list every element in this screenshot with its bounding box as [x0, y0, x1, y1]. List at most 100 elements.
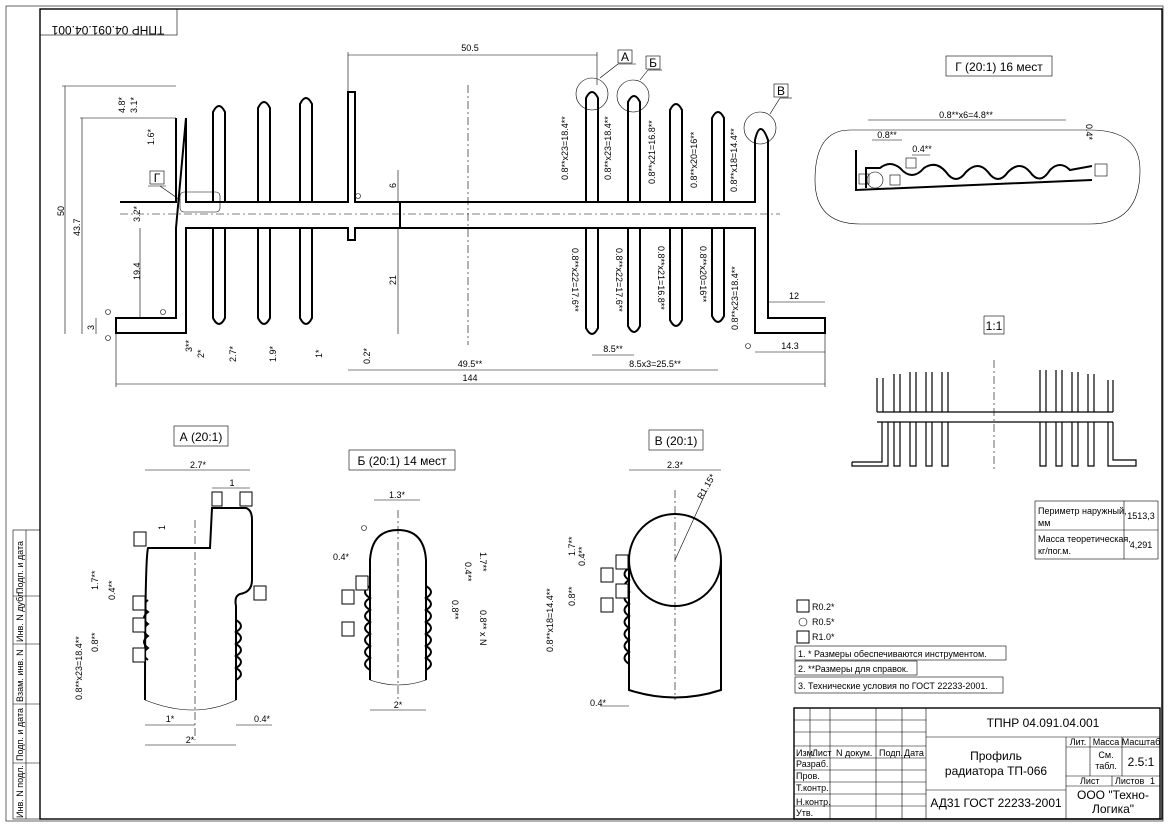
- perimeter-label-2: мм: [1038, 518, 1050, 528]
- scale-value: 2.5:1: [1128, 755, 1155, 769]
- mass-value-2: табл.: [1095, 761, 1117, 771]
- full-scale-title: 1:1: [986, 319, 1003, 333]
- mass-label-1: Масса теоретическая,: [1038, 534, 1131, 544]
- full-scale-view: 1:1: [851, 315, 1137, 470]
- detail-v-title: В (20:1): [655, 434, 698, 448]
- detail-a-dim-3: 1: [157, 525, 167, 530]
- detail-b-dim-4: 0.4**: [463, 562, 473, 582]
- dim-4-8: 4.8*: [117, 96, 127, 113]
- stamp-data: Дата: [904, 748, 924, 758]
- dim-12: 12: [789, 291, 799, 301]
- fin-bot-2: 0.8**x22=17.6**: [614, 248, 624, 312]
- detail-a-dim-6: 0.8**: [90, 632, 100, 652]
- detail-v-dim-3: 1.7**: [567, 536, 577, 556]
- detail-v-dim-7: 0.4*: [590, 698, 607, 708]
- dim-3-1: 3.1*: [129, 96, 139, 113]
- callout-b: Б: [639, 55, 662, 81]
- dim-3-star: 3**: [184, 339, 194, 352]
- note-3: 3. Технические условия по ГОСТ 22233-200…: [798, 681, 988, 691]
- dim-50-5: 50.5: [461, 43, 479, 53]
- callout-v-label: В: [777, 84, 785, 98]
- stamp-razrab: Разраб.: [796, 759, 828, 769]
- fin-top-1: 0.8**x23=18.4**: [560, 116, 570, 180]
- dim-49-5: 49.5**: [458, 359, 483, 369]
- company-2: Логика": [1092, 802, 1134, 816]
- mirrored-code-text: ТПНР 04.091.04.001: [51, 23, 164, 37]
- detail-b-dim-5: 0.8**: [450, 600, 460, 620]
- dim-8-5x3: 8.5x3=25.5**: [629, 359, 681, 369]
- side-stamp-label-3: Взам. инв. N: [15, 649, 25, 702]
- side-stamp-label-5: Инв. N подл.: [15, 765, 25, 818]
- detail-b-view: Б (20:1) 14 мест 1.3* 0.4* 1.7** 0.4** 0…: [333, 449, 488, 711]
- sheets-label: Листов: [1115, 776, 1144, 786]
- detail-b-dim-1: 1.3*: [389, 490, 406, 500]
- product-name-2: радиатора ТП-066: [945, 764, 1047, 778]
- detail-g-dim-4: 0.4*: [1084, 124, 1094, 141]
- dim-3: 3: [86, 325, 96, 330]
- detail-v-dim-6: 0.8**x18=14.4**: [545, 588, 555, 652]
- detail-g-title: Г (20:1) 16 мест: [955, 60, 1043, 74]
- detail-b-dim-3: 1.7**: [478, 552, 488, 572]
- dim-1-6: 1.6*: [146, 128, 156, 145]
- letter-label: Лит.: [1070, 737, 1087, 747]
- main-profile-view: А Б В Г 50.5 50 43.7: [56, 43, 826, 387]
- dim-1: 1*: [314, 349, 324, 358]
- outer-frame: [5, 5, 1164, 822]
- dim-6: 6: [388, 183, 398, 188]
- company-1: ООО "Техно-: [1077, 788, 1149, 802]
- dim-2: 2*: [196, 349, 206, 358]
- fin-top-2: 0.8**x23=18.4**: [603, 116, 613, 180]
- stamp-izm: Изм.: [796, 748, 815, 758]
- perimeter-value: 1513,3: [1127, 511, 1155, 521]
- radius-symbols: R0.2* R0.5* R1.0*: [796, 599, 835, 644]
- mass-value-1: См.: [1098, 750, 1113, 760]
- callout-g: Г: [148, 170, 181, 201]
- detail-b-dim-6: 0.8** x N: [478, 610, 488, 646]
- detail-a-title: А (20:1): [180, 430, 223, 444]
- detail-a-dim-10: 2*: [186, 735, 195, 745]
- dim-0-2: 0.2*: [362, 347, 372, 364]
- mass-value: 4,291: [1130, 540, 1153, 550]
- dim-43-7: 43.7: [72, 218, 82, 236]
- detail-v-dim-2: 2.3*: [667, 460, 684, 470]
- detail-a-dim-9: 0.4*: [254, 714, 271, 724]
- note-1: 1. * Размеры обеспечиваются инструментом…: [798, 649, 987, 659]
- stamp-list: Лист: [812, 748, 832, 758]
- scale-label: Масштаб: [1122, 737, 1161, 747]
- detail-a-dim-4: 1.7**: [90, 570, 100, 590]
- side-stamp: Подп. и дата Инв. N дубл. Взам. инв. N П…: [12, 529, 41, 820]
- side-stamp-label-1: Подп. и дата: [15, 541, 25, 594]
- stamp-ndoc: N докум.: [836, 748, 872, 758]
- detail-b-title: Б (20:1) 14 мест: [358, 454, 447, 468]
- dim-2-7: 2.7*: [228, 345, 238, 362]
- detail-g-dim-2: 0.8**: [877, 130, 897, 140]
- inner-frame: [39, 8, 1163, 820]
- dim-50: 50: [56, 206, 66, 216]
- mass-label: Масса: [1093, 737, 1120, 747]
- sheet-label: Лист: [1080, 776, 1100, 786]
- fin-top-4: 0.8**x20=16**: [689, 131, 699, 188]
- mass-label-2: кг/пог.м.: [1038, 546, 1071, 556]
- side-stamp-label-2: Инв. N дубл.: [15, 589, 25, 642]
- dim-1-9: 1.9*: [268, 345, 278, 362]
- fin-bot-4: 0.8**x20=16**: [698, 246, 708, 303]
- detail-a-dim-2: 1: [229, 478, 234, 488]
- detail-v-view: В (20:1) R1.15* 2.3* 1.7** 0.4** 0.8** 0…: [545, 429, 722, 708]
- detail-a-view: А (20:1) 2.7* 1 1 1.7** 0.4** 0.8** 0.8*…: [74, 425, 272, 746]
- fin-bot-1: 0.8**x22=17.6**: [570, 248, 580, 312]
- detail-v-dim-1: R1.15*: [695, 472, 718, 501]
- product-name-1: Профиль: [970, 749, 1022, 763]
- sheets-value: 1: [1150, 776, 1155, 786]
- doc-code: ТПНР 04.091.04.001: [987, 716, 1100, 730]
- fin-bot-5: 0.8**x23=18.4**: [730, 266, 740, 330]
- detail-g-view: Г (20:1) 16 мест 0.8**x6=4.8** 0.8** 0.4…: [814, 55, 1141, 225]
- detail-g-dim-3: 0.4**: [912, 144, 932, 154]
- dim-21: 21: [388, 275, 398, 285]
- detail-b-dim-2: 0.4*: [333, 552, 350, 562]
- dim-144: 144: [462, 373, 477, 383]
- detail-a-dim-8: 1*: [166, 714, 175, 724]
- title-block: Изм. Лист N докум. Подп. Дата Разраб. Пр…: [793, 707, 1161, 820]
- callout-g-label: Г: [154, 171, 161, 185]
- callout-a: А: [599, 49, 636, 79]
